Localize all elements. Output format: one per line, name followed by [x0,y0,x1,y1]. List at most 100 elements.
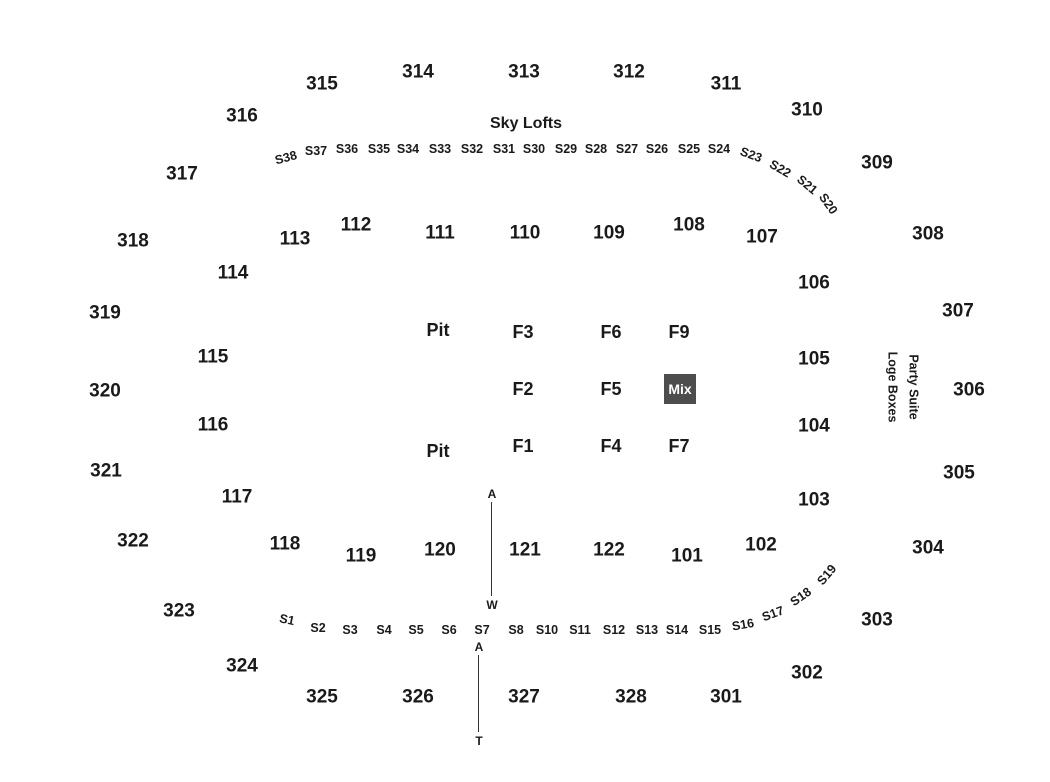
section-106[interactable]: 106 [798,272,830,294]
suite-s14[interactable]: S14 [665,622,689,637]
suite-s17[interactable]: S17 [760,603,786,625]
section-112[interactable]: 112 [340,214,372,236]
section-306[interactable]: 306 [953,379,985,401]
suite-s18[interactable]: S18 [787,584,814,609]
section-303[interactable]: 303 [861,609,893,631]
section-pit-top[interactable]: Pit [426,320,450,340]
section-f7[interactable]: F7 [668,436,690,456]
loge-boxes-label[interactable]: Loge Boxes [885,351,900,423]
section-310[interactable]: 310 [791,99,823,121]
suite-s5[interactable]: S5 [408,622,424,637]
section-309[interactable]: 309 [861,152,893,174]
section-115[interactable]: 115 [197,346,229,368]
suite-s26[interactable]: S26 [645,141,669,156]
section-122[interactable]: 122 [593,539,625,561]
suite-s12[interactable]: S12 [602,622,626,637]
section-120[interactable]: 120 [424,539,456,561]
suite-s37[interactable]: S37 [304,143,328,158]
suite-s29[interactable]: S29 [554,141,578,156]
section-301[interactable]: 301 [710,686,742,708]
suite-s4[interactable]: S4 [376,622,392,637]
suite-s22[interactable]: S22 [766,157,794,181]
section-316[interactable]: 316 [226,105,258,127]
suite-s3[interactable]: S3 [342,622,358,637]
section-312[interactable]: 312 [613,61,645,83]
section-304[interactable]: 304 [912,537,944,559]
section-f3[interactable]: F3 [512,322,534,342]
section-118[interactable]: 118 [269,533,301,555]
section-119[interactable]: 119 [345,545,377,567]
section-322[interactable]: 322 [117,530,149,552]
section-327[interactable]: 327 [508,686,540,708]
party-suite-label[interactable]: Party Suite [906,354,921,420]
section-102[interactable]: 102 [745,534,777,556]
suite-s7[interactable]: S7 [474,622,490,637]
suite-s16[interactable]: S16 [730,615,756,634]
section-117[interactable]: 117 [221,486,253,508]
section-104[interactable]: 104 [798,415,830,437]
section-f6[interactable]: F6 [600,322,622,342]
section-103[interactable]: 103 [798,489,830,511]
section-113[interactable]: 113 [279,228,311,250]
section-101[interactable]: 101 [671,545,703,567]
suite-s19[interactable]: S19 [814,561,840,588]
suite-s31[interactable]: S31 [492,141,516,156]
section-f9[interactable]: F9 [668,322,690,342]
suite-s1[interactable]: S1 [278,611,296,629]
section-319[interactable]: 319 [89,302,121,324]
section-317[interactable]: 317 [166,163,198,185]
section-308[interactable]: 308 [912,223,944,245]
mix-position[interactable]: Mix [664,374,696,404]
section-116[interactable]: 116 [197,414,229,436]
section-307[interactable]: 307 [942,300,974,322]
section-f4[interactable]: F4 [600,436,622,456]
section-pit-bottom[interactable]: Pit [426,441,450,461]
suite-s2[interactable]: S2 [310,620,326,635]
section-318[interactable]: 318 [117,230,149,252]
section-121[interactable]: 121 [509,539,541,561]
section-105[interactable]: 105 [798,348,830,370]
section-108[interactable]: 108 [673,214,705,236]
section-f1[interactable]: F1 [512,436,534,456]
section-321[interactable]: 321 [90,460,122,482]
section-107[interactable]: 107 [746,226,778,248]
suite-s11[interactable]: S11 [569,622,591,637]
suite-s23[interactable]: S23 [738,144,764,166]
suite-s21[interactable]: S21 [794,172,821,198]
suite-s10[interactable]: S10 [535,622,559,637]
suite-s20[interactable]: S20 [816,190,841,217]
section-313[interactable]: 313 [508,61,540,83]
section-311[interactable]: 311 [710,73,742,95]
section-328[interactable]: 328 [615,686,647,708]
section-114[interactable]: 114 [217,262,249,284]
suite-s30[interactable]: S30 [522,141,546,156]
section-111[interactable]: 111 [425,222,455,244]
suite-s13[interactable]: S13 [635,622,659,637]
suite-s33[interactable]: S33 [428,141,452,156]
suite-s35[interactable]: S35 [367,141,391,156]
suite-s6[interactable]: S6 [441,622,457,637]
suite-s25[interactable]: S25 [677,141,701,156]
section-110[interactable]: 110 [509,222,541,244]
section-323[interactable]: 323 [163,600,195,622]
suite-s38[interactable]: S38 [273,148,299,168]
suite-s27[interactable]: S27 [615,141,639,156]
section-109[interactable]: 109 [593,222,625,244]
section-324[interactable]: 324 [226,655,258,677]
section-325[interactable]: 325 [306,686,338,708]
section-f5[interactable]: F5 [600,379,622,399]
section-305[interactable]: 305 [943,462,975,484]
suite-s24[interactable]: S24 [707,141,731,156]
suite-s36[interactable]: S36 [335,141,359,156]
section-315[interactable]: 315 [306,73,338,95]
section-320[interactable]: 320 [89,380,121,402]
suite-s32[interactable]: S32 [460,141,484,156]
section-302[interactable]: 302 [791,662,823,684]
suite-s8[interactable]: S8 [508,622,524,637]
suite-s15[interactable]: S15 [698,622,722,637]
suite-s28[interactable]: S28 [584,141,608,156]
section-f2[interactable]: F2 [512,379,534,399]
section-326[interactable]: 326 [402,686,434,708]
suite-s34[interactable]: S34 [396,141,420,156]
section-314[interactable]: 314 [402,61,434,83]
